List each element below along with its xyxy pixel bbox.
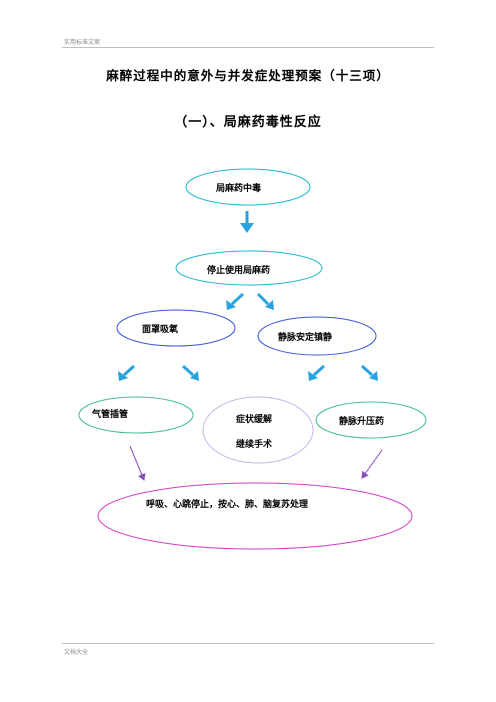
node-symptom-relief-shape (202, 396, 314, 464)
arrow-down-1 (240, 211, 254, 233)
arrow-diag-left-1 (226, 292, 245, 310)
page-header: 实用标准文案 (64, 39, 101, 46)
node-mask-oxygen-shape (116, 309, 236, 347)
arrow-diag-left-3 (308, 364, 326, 381)
node-stop-drug-label: 停止使用局麻药 (207, 266, 271, 276)
connector-intubation-to-resuscitation (129, 445, 146, 481)
arrow-diag-right-2 (181, 364, 199, 381)
node-resuscitation-shape (97, 482, 413, 550)
connector-vasopressor-to-resuscitation (361, 449, 383, 479)
section-heading: （一）、局麻药毒性反应 (174, 115, 322, 130)
arrow-diag-left-2 (118, 364, 136, 381)
document-title: 麻醉过程中的意外与并发症处理预案（十三项） (106, 68, 390, 83)
footer-divider (62, 643, 434, 644)
node-poisoning-shape (185, 168, 311, 206)
node-mask-oxygen-label: 面罩吸氧 (142, 325, 179, 335)
node-stop-drug-shape (175, 250, 323, 286)
node-resuscitation-label: 呼吸、心跳停止，按心、肺、脑复苏处理 (146, 500, 309, 510)
node-symptom-relief-label-line2: 继续手术 (236, 440, 273, 450)
node-iv-sedation-label: 静脉安定镇静 (278, 333, 333, 343)
header-divider (62, 47, 434, 48)
node-intubation-label: 气管插管 (92, 410, 129, 420)
node-vasopressor-label: 静脉升压药 (339, 417, 385, 427)
node-poisoning-label: 局麻药中毒 (216, 184, 262, 194)
node-intubation-shape (78, 396, 194, 434)
page-footer: 文档大全 (64, 649, 89, 656)
node-iv-sedation-shape (257, 316, 377, 356)
arrow-diag-right-3 (360, 364, 378, 381)
arrow-diag-right-1 (256, 292, 274, 310)
node-symptom-relief-label-line1: 症状缓解 (236, 415, 273, 425)
node-vasopressor-shape (315, 401, 427, 439)
